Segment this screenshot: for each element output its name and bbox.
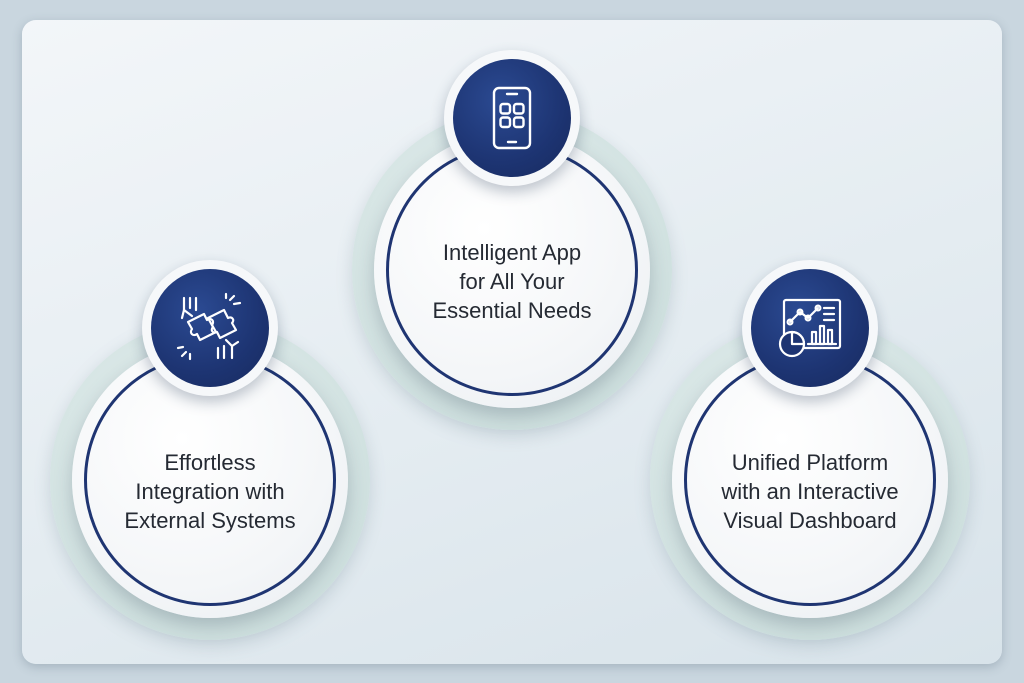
- mobile-app-grid-icon: [492, 86, 532, 150]
- analytics-dashboard-icon: [778, 298, 842, 358]
- puzzle-integration-icon: [176, 292, 242, 361]
- feature-label-line: External Systems: [124, 507, 296, 533]
- icon-badge: [742, 260, 878, 396]
- feature-integration: Effortless Integration with External Sys…: [50, 260, 370, 640]
- icon-badge: [444, 50, 580, 186]
- feature-label-line: Visual Dashboard: [723, 507, 897, 533]
- feature-label: Intelligent App for All Your Essential N…: [407, 238, 617, 325]
- feature-label: Unified Platform with an Interactive Vis…: [705, 448, 915, 535]
- icon-badge-inner: [151, 269, 269, 387]
- feature-label-line: Intelligent App: [442, 239, 582, 265]
- feature-label-line: Integration with: [135, 478, 285, 504]
- feature-dashboard: Unified Platform with an Interactive Vis…: [650, 260, 970, 640]
- icon-badge-inner: [751, 269, 869, 387]
- infographic-card: Intelligent App for All Your Essential N…: [22, 20, 1002, 664]
- icon-badge: [142, 260, 278, 396]
- icon-badge-inner: [453, 59, 571, 177]
- feature-label-line: Effortless: [164, 449, 256, 475]
- feature-label-line: with an Interactive: [721, 478, 899, 504]
- feature-label-line: Unified Platform: [731, 449, 889, 475]
- feature-label-line: for All Your: [459, 268, 565, 294]
- feature-intelligent-app: Intelligent App for All Your Essential N…: [352, 50, 672, 430]
- feature-label: Effortless Integration with External Sys…: [105, 448, 315, 535]
- feature-label-line: Essential Needs: [432, 297, 592, 323]
